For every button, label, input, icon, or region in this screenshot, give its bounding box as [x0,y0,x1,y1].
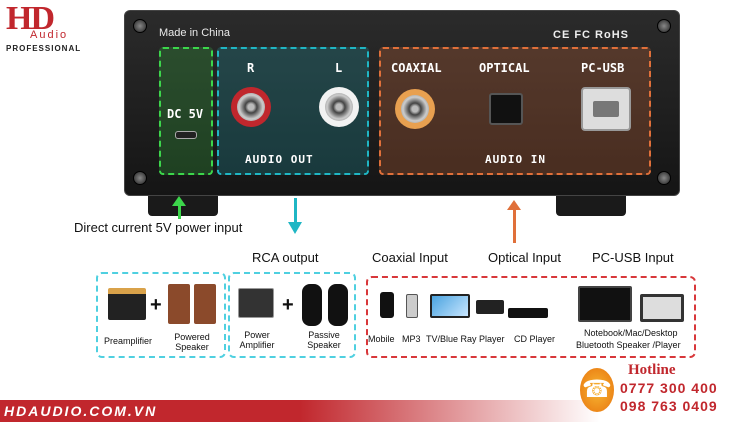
mp3-player-icon [406,294,418,318]
website-link[interactable]: HDAUDIO.COM.VN [4,403,158,419]
screw-icon [133,171,147,185]
hotline-label: Hotline [628,362,676,378]
notebook-label: Notebook/Mac/Desktop [584,328,678,338]
output-group-passive: + Power Amplifier Passive Speaker [228,272,356,358]
tv-label: TV/Blue Ray Player [426,334,505,344]
mobile-phone-icon [380,292,394,318]
tv-icon [430,294,470,318]
made-in-label: Made in China [159,27,230,39]
power-amplifier-label: Power Amplifier [239,330,275,350]
speaker-icon [194,284,216,324]
power-amplifier-icon [238,288,274,318]
rca-left-jack-icon [319,87,359,127]
dc-power-caption: Direct current 5V power input [74,220,243,235]
rca-output-caption: RCA output [252,250,319,265]
plus-icon: + [282,294,294,316]
bluetooth-label: Bluetooth Speaker /Player [576,340,681,350]
desktop-monitor-icon [578,286,632,322]
dc-5v-label: DC 5V [167,107,204,121]
input-sources-group: Mobile MP3 TV/Blue Ray Player CD Player … [366,276,696,358]
audio-in-zone: COAXIAL OPTICAL PC-USB AUDIO IN [379,47,651,175]
passive-speaker-label: Passive Speaker [307,330,341,350]
optical-port-icon [489,93,523,125]
certification-marks: CE FC RoHS [553,29,629,41]
dac-rear-panel: Made in China CE FC RoHS DC 5V R L AUDIO… [124,10,680,196]
cd-player-icon [508,308,548,318]
preamplifier-label: Preamplifier [104,336,153,346]
output-group-active: + Preamplifier Powered Speaker [96,272,226,358]
brand-logo: HD Audio PROFESSIONAL [4,0,96,54]
preamplifier-icon [108,288,146,320]
optical-input-caption: Optical Input [488,250,561,265]
device-foot-left [148,196,218,216]
micro-usb-port-icon [175,131,197,139]
coaxial-input-caption: Coaxial Input [372,250,448,265]
optical-label: OPTICAL [479,61,530,75]
speaker-icon [328,284,348,326]
router-icon [476,300,504,314]
audio-out-label: AUDIO OUT [245,153,314,166]
plus-icon: + [150,294,162,316]
speaker-icon [302,284,322,326]
footer-bar [0,400,750,422]
usb-b-port-icon [581,87,631,131]
pcusb-label: PC-USB [581,61,625,75]
rca-right-jack-icon [231,87,271,127]
rca-left-label: L [335,61,343,75]
coaxial-label: COAXIAL [391,61,442,75]
powered-speaker-label: Powered Speaker [174,332,210,352]
logo-audio-text: Audio [30,29,69,41]
pcusb-input-caption: PC-USB Input [592,250,674,265]
rca-right-label: R [247,61,255,75]
logo-tagline: PROFESSIONAL [6,44,82,53]
cd-player-label: CD Player [514,334,556,344]
mobile-label: Mobile [368,334,395,344]
screw-icon [657,171,671,185]
hotline-box: ☎ Hotline 0777 300 400 098 763 0409 [580,362,750,422]
coaxial-jack-icon [395,89,435,129]
screw-icon [657,19,671,33]
laptop-icon [640,294,684,322]
logo-hd-text: HD [6,0,55,37]
hotline-number-1[interactable]: 0777 300 400 [620,380,718,396]
dc-power-zone: DC 5V [159,47,213,175]
device-foot-right [556,196,626,216]
audio-in-label: AUDIO IN [485,153,546,166]
audio-out-zone: R L AUDIO OUT [217,47,369,175]
screw-icon [133,19,147,33]
speaker-icon [168,284,190,324]
phone-icon: ☎ [580,368,614,412]
mp3-label: MP3 [402,334,421,344]
hotline-number-2[interactable]: 098 763 0409 [620,398,718,414]
